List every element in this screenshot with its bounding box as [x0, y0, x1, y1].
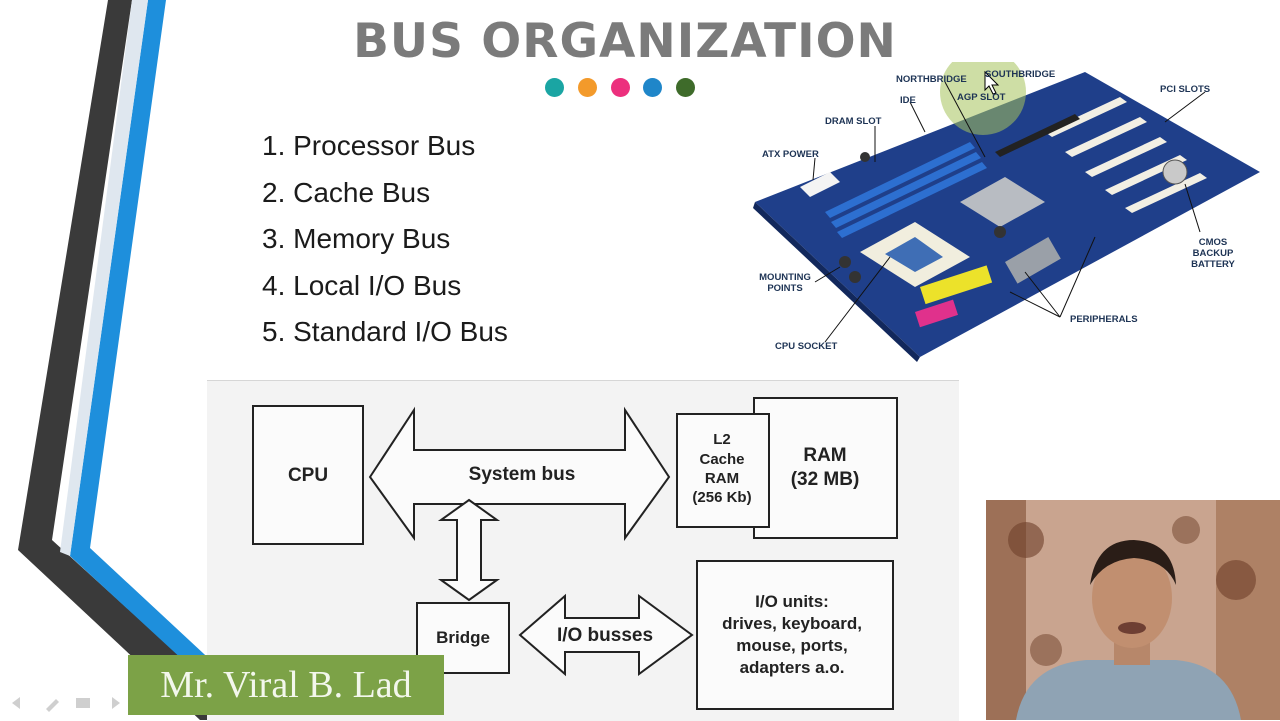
ram-label-line2: (32 MB): [791, 469, 860, 490]
label-cmos-battery: BATTERY: [1191, 259, 1235, 270]
l2-label-line4: (256 Kb): [692, 489, 751, 506]
dark-stripe: [18, 0, 250, 720]
motherboard-photo: NORTHBRIDGE SOUTHBRIDGE IDE AGP SLOT PCI…: [753, 62, 1260, 362]
label-cmos-backup: BACKUP: [1193, 248, 1234, 259]
list-item: 4. Local I/O Bus: [262, 269, 462, 301]
list-item: 1. Processor Bus: [262, 130, 476, 161]
slideshow-nav-controls[interactable]: [8, 694, 128, 712]
io-busses-label: I/O busses: [557, 625, 653, 646]
label-atx-power: ATX POWER: [762, 149, 819, 160]
label-mounting: MOUNTING: [759, 272, 811, 283]
bus-diagram: CPU System bus L2 Cache RAM (256 Kb) RAM…: [252, 397, 898, 710]
light-band: [60, 0, 148, 556]
accent-dot-orange: [578, 78, 597, 97]
mouse-cursor-icon: [984, 70, 1000, 95]
accent-dot-pink: [611, 78, 630, 97]
io-busses-arrow: [518, 593, 694, 677]
pen-icon[interactable]: [46, 699, 59, 712]
presenter-person: [1016, 660, 1241, 720]
left-decoration: [18, 0, 275, 720]
slide-title: BUS ORGANIZATION: [353, 14, 897, 69]
label-cmos: CMOS: [1199, 237, 1228, 248]
system-bus-arrow: [368, 406, 671, 542]
l2-label-line1: L2: [713, 431, 731, 448]
bus-type-list: 1. Processor Bus 2. Cache Bus 3. Memory …: [262, 126, 508, 359]
l2-label-line2: Cache: [699, 451, 744, 468]
label-northbridge: NORTHBRIDGE: [896, 74, 967, 85]
webcam-frame: [986, 500, 1280, 720]
accent-dot-green: [676, 78, 695, 97]
list-item: 3. Memory Bus: [262, 223, 451, 254]
accent-dot-blue: [643, 78, 662, 97]
presenter-name-banner: [128, 655, 444, 715]
list-item: 5. Standard I/O Bus: [262, 316, 508, 347]
l2-cache-box-front: [676, 413, 770, 528]
ram-label-line1: RAM: [803, 445, 846, 466]
cpu-label: CPU: [288, 465, 328, 486]
label-dram-slot: DRAM SLOT: [825, 116, 882, 127]
cursor-highlight: [940, 62, 1026, 135]
io-units-line1: I/O units:: [755, 592, 829, 611]
list-item: 2. Cache Bus: [262, 176, 431, 208]
label-mounting-points: POINTS: [767, 283, 802, 294]
ram-box: [753, 397, 898, 539]
label-ide: IDE: [900, 95, 916, 106]
accent-dot-teal: [545, 78, 564, 97]
presenter-name: Mr. Viral B. Lad: [160, 664, 412, 706]
next-slide-icon[interactable]: [112, 697, 120, 709]
label-cpu-socket: CPU SOCKET: [775, 341, 837, 352]
cpu-bridge-arrow: [437, 498, 501, 602]
system-bus-label: System bus: [469, 464, 576, 485]
io-units-line3: mouse, ports,: [736, 636, 847, 655]
l2-label-line3: RAM: [705, 470, 739, 487]
blue-stripe: [70, 0, 275, 720]
prev-slide-icon[interactable]: [12, 697, 20, 709]
label-southbridge: SOUTHBRIDGE: [985, 69, 1055, 80]
label-pci-slots: PCI SLOTS: [1160, 84, 1210, 95]
label-agp-slot: AGP SLOT: [957, 92, 1006, 103]
cpu-box: [252, 405, 364, 545]
io-units-line4: adapters a.o.: [740, 658, 845, 677]
bridge-label: Bridge: [436, 628, 490, 647]
presenter-webcam: [986, 500, 1280, 720]
label-peripherals: PERIPHERALS: [1070, 314, 1138, 325]
menu-icon[interactable]: [76, 698, 90, 708]
io-units-line2: drives, keyboard,: [722, 614, 862, 633]
io-units-box: [696, 560, 894, 710]
